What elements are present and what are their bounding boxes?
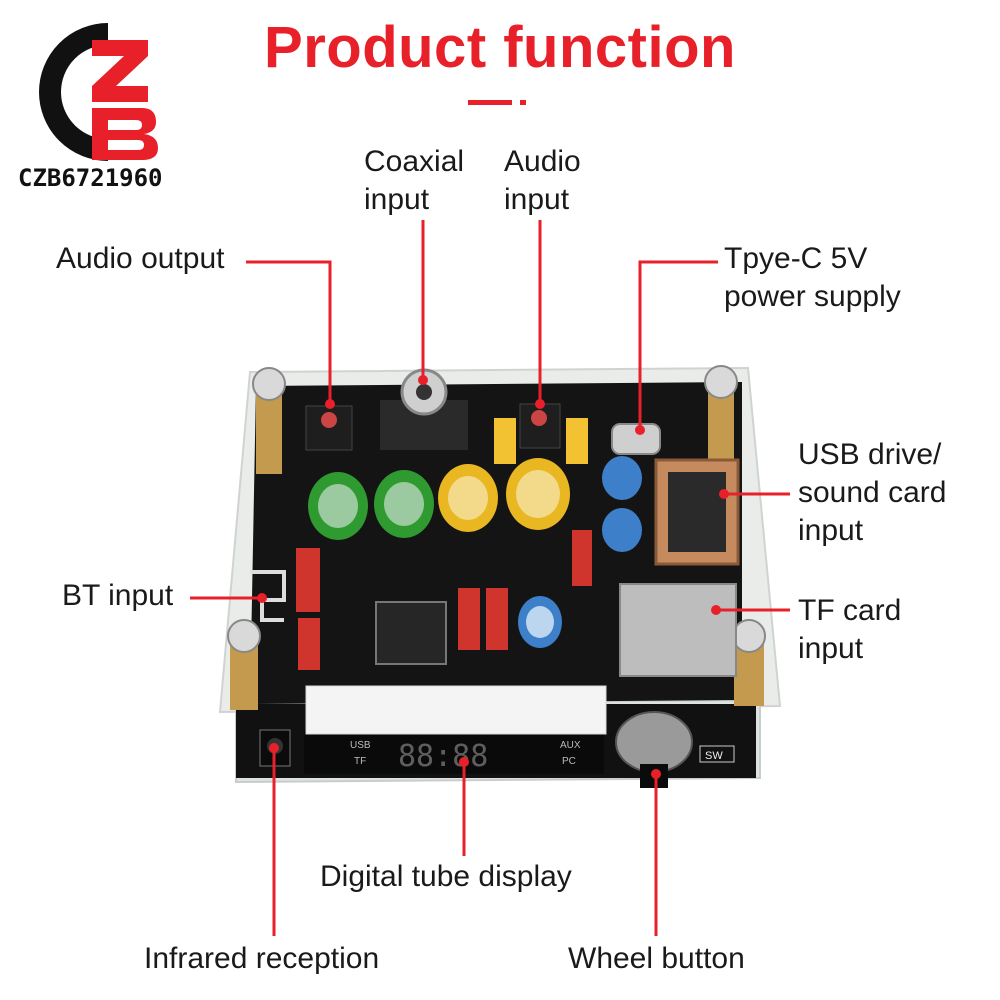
label-audio-output: Audio output [56, 242, 225, 275]
label-infrared: Infrared reception [144, 942, 380, 975]
brand-logo [39, 23, 158, 161]
typec-line [638, 260, 718, 430]
label-typec-line2: power supply [724, 280, 901, 313]
label-tf-line2: input [798, 632, 864, 665]
label-audio-input-line2: input [504, 183, 570, 216]
label-coaxial-line1: Coaxial [364, 145, 465, 178]
label-audio-input-line1: Audio [504, 145, 581, 178]
page-title: Product function [264, 15, 736, 80]
board-display-digits: 88:88 [398, 739, 488, 774]
label-typec-line1: Tpye-C 5V [724, 242, 868, 275]
audio-output-line [246, 260, 332, 404]
label-wheel: Wheel button [568, 942, 745, 975]
label-tf-line1: TF card [798, 594, 902, 627]
label-usb-line3: input [798, 514, 864, 547]
board-usb-label: USB [350, 740, 371, 751]
label-usb-line1: USB drive/ [798, 438, 942, 471]
label-coaxial-line2: input [364, 183, 430, 216]
label-bt-input: BT input [62, 579, 174, 612]
label-digital-tube: Digital tube display [320, 860, 572, 893]
board-sw-label: SW [705, 750, 723, 762]
title-divider-dot [520, 100, 526, 105]
standoff-screws [227, 365, 766, 710]
label-usb-line2: sound card [798, 476, 947, 509]
board-tf-label: TF [354, 756, 366, 767]
brand-text: CZB6721960 [18, 164, 163, 192]
board-pc-label: PC [562, 756, 576, 767]
title-divider [468, 100, 512, 105]
board-aux-label: AUX [560, 740, 581, 751]
